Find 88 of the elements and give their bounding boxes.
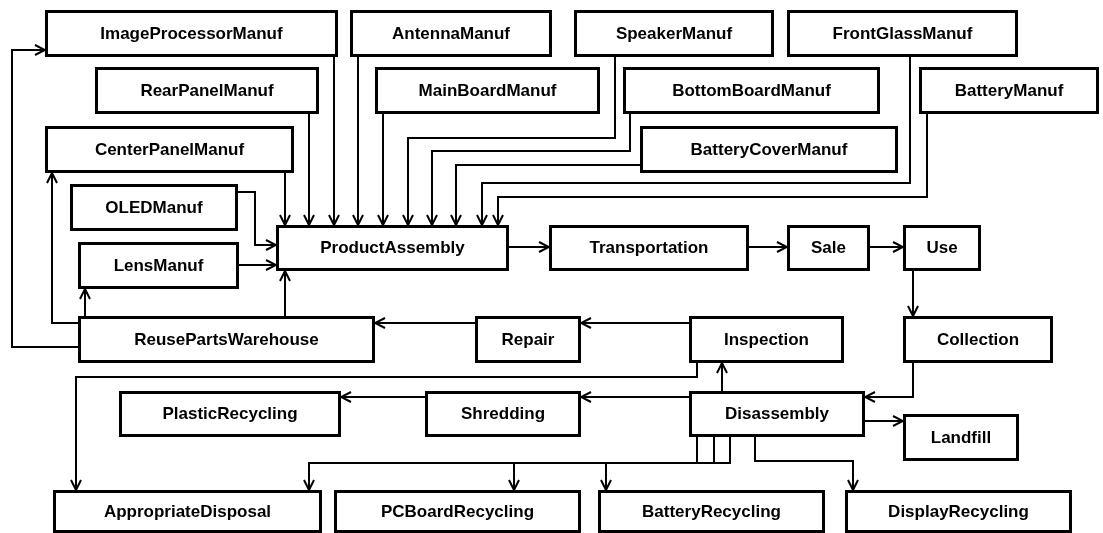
arrow — [907, 270, 919, 317]
arrow — [600, 436, 731, 491]
arrow — [748, 241, 788, 253]
process-box — [845, 490, 1072, 533]
arrow — [450, 164, 641, 226]
arrow — [79, 288, 91, 317]
process-box — [53, 490, 322, 533]
box-label: BottomBoardManuf — [672, 80, 831, 101]
arrow — [869, 241, 904, 253]
box-label: LensManuf — [113, 255, 204, 276]
box-label: BatteryManuf — [954, 80, 1064, 101]
box-label: Transportation — [589, 238, 709, 258]
arrow — [340, 391, 426, 403]
process-box — [574, 10, 774, 57]
box-label: Landfill — [930, 427, 992, 448]
arrow — [580, 391, 690, 403]
process-box — [640, 126, 898, 173]
box-label: PCBoardRecycling — [380, 501, 534, 522]
arrow — [303, 436, 698, 491]
process-box — [119, 391, 341, 437]
process-box — [334, 490, 581, 533]
box-label: RearPanelManuf — [140, 80, 274, 101]
box-label: ProductAssembly — [320, 238, 465, 258]
arrow — [374, 317, 476, 329]
arrow — [864, 362, 914, 403]
process-box — [549, 225, 749, 271]
arrow — [328, 56, 340, 226]
process-box — [350, 10, 552, 57]
box-label: FrontGlassManuf — [832, 23, 973, 44]
arrow — [754, 436, 859, 491]
arrow — [492, 113, 928, 226]
box-label: SpeakerManuf — [615, 23, 733, 44]
process-box — [45, 10, 338, 57]
process-box — [623, 67, 880, 114]
arrow — [508, 436, 715, 491]
process-box — [375, 67, 600, 114]
box-label: PlasticRecycling — [162, 404, 298, 424]
process-box — [78, 242, 239, 289]
process-box — [903, 225, 981, 271]
box-label: Collection — [936, 329, 1020, 350]
arrow — [352, 56, 364, 226]
process-box — [689, 391, 865, 437]
arrow — [303, 113, 315, 226]
process-box — [903, 414, 1019, 461]
process-box — [787, 225, 870, 271]
box-label: AppropriateDisposal — [103, 501, 272, 522]
arrow — [279, 270, 291, 317]
box-label: BatteryCoverManuf — [690, 139, 848, 160]
arrow — [11, 44, 79, 348]
arrow — [70, 362, 698, 491]
box-label: BatteryRecycling — [642, 501, 781, 522]
process-box — [425, 391, 581, 437]
arrow — [864, 415, 904, 427]
arrow — [476, 56, 911, 226]
arrow — [716, 362, 728, 392]
arrow — [402, 56, 616, 226]
process-box — [70, 184, 238, 231]
process-box — [475, 316, 581, 363]
process-box — [689, 316, 844, 363]
box-label: ImageProcessorManuf — [100, 23, 283, 44]
arrow — [237, 191, 277, 251]
box-label: AntennaManuf — [391, 23, 510, 44]
box-label: DisplayRecycling — [888, 501, 1029, 522]
process-box — [903, 316, 1053, 363]
process-box — [45, 126, 294, 173]
arrow — [279, 172, 291, 226]
process-box — [78, 316, 375, 363]
arrow — [508, 241, 550, 253]
box-label: CenterPanelManuf — [94, 139, 245, 160]
arrow — [426, 113, 631, 226]
process-box — [787, 10, 1018, 57]
process-box — [598, 490, 825, 533]
process-box — [95, 67, 319, 114]
arrow — [238, 259, 277, 271]
box-label: Shredding — [460, 404, 546, 424]
box-label: Use — [926, 238, 958, 258]
box-label: Disassembly — [725, 404, 829, 424]
box-label: OLEDManuf — [105, 197, 203, 218]
arrow — [377, 113, 389, 226]
arrow — [46, 172, 79, 324]
box-label: Repair — [501, 329, 555, 350]
process-box — [276, 225, 509, 271]
box-label: MainBoardManuf — [418, 80, 557, 101]
process-box — [919, 67, 1099, 114]
box-label: ReusePartsWarehouse — [134, 329, 319, 350]
arrow — [580, 317, 690, 329]
box-label: Sale — [811, 238, 846, 258]
box-label: Inspection — [724, 329, 809, 350]
